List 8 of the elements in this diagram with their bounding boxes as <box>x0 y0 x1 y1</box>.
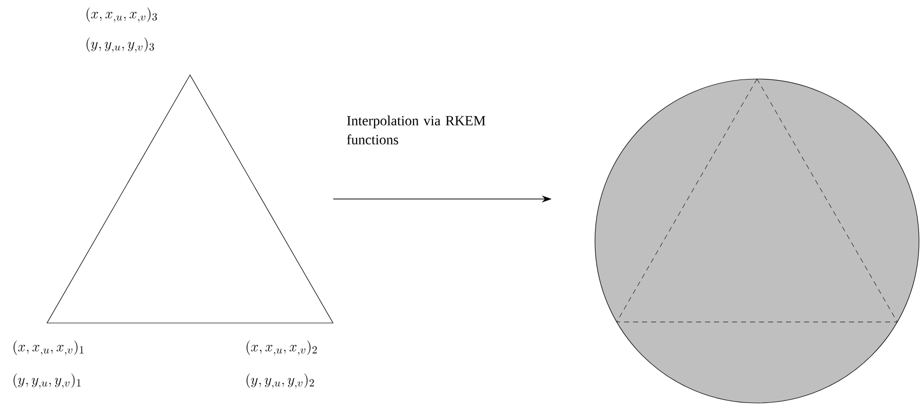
vertex-label: $(y,y_{,u},y_{,v})_3$ <box>86 37 154 53</box>
vertex-label: $(x,x_{,u},x_{,v})_3$ <box>86 7 157 23</box>
vertex-label: $(x,x_{,u},x_{,v})_1$ <box>14 340 84 356</box>
edge-label: Interpolation via RKEM functions <box>346 116 486 144</box>
vertex-label: $(y,y_{,u},y_{,v})_1$ <box>14 373 81 389</box>
vertex-label: $(y,y_{,u},y_{,v})_2$ <box>246 373 314 389</box>
vertex-label: $(x,x_{,u},x_{,v})_2$ <box>246 340 317 356</box>
circle-domain-drawing <box>594 78 920 404</box>
